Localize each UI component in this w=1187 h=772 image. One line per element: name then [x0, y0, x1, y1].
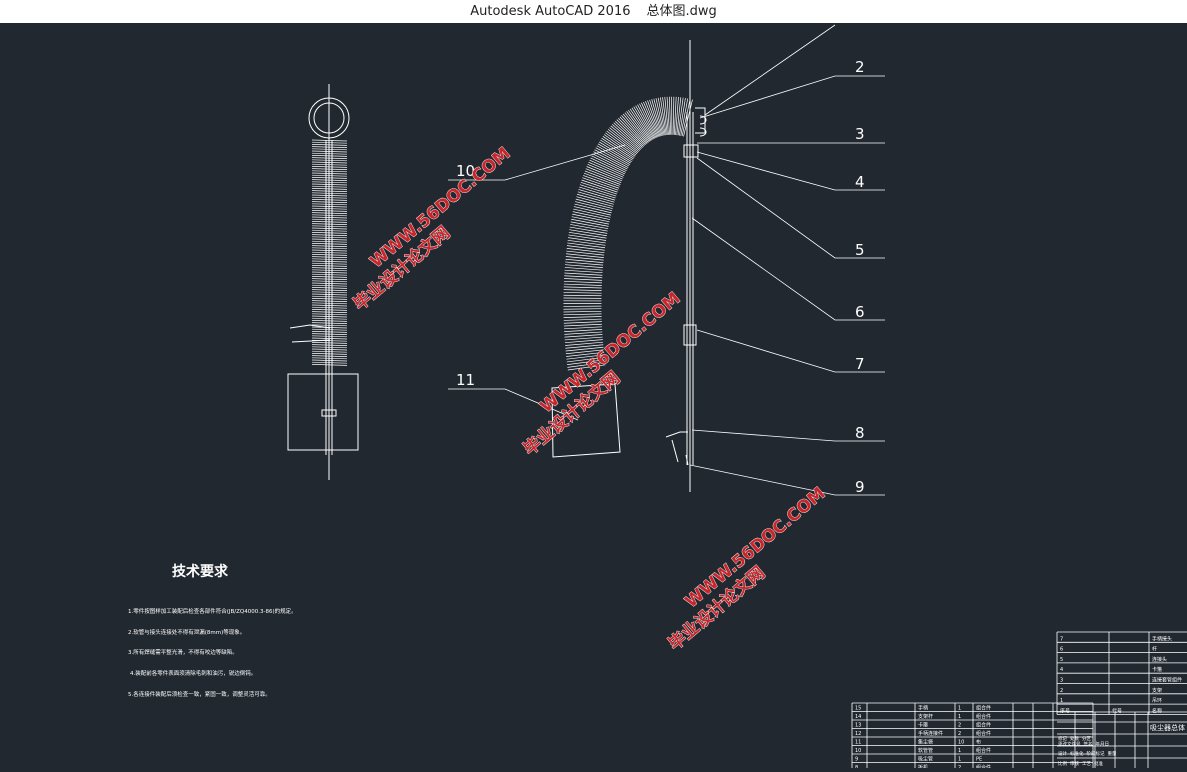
- table-cell: 2: [1060, 688, 1063, 694]
- title-block-label: 工艺: [1082, 761, 1091, 767]
- leader-lines: [448, 25, 885, 495]
- table-cell: 4: [1060, 667, 1063, 673]
- title-block-label: 更改文件号: [1058, 741, 1081, 748]
- table-cell: PE: [976, 757, 982, 763]
- table-cell: 1: [1060, 698, 1063, 704]
- table-cell: 10: [855, 748, 861, 754]
- title-block-text: 7手柄接头2组合件6杆1组合件5连接头1组合件4卡箍1组合件3连接套管组件145…: [855, 635, 1187, 768]
- table-cell: 1: [958, 757, 961, 763]
- title-block-label: 分区: [1082, 735, 1091, 742]
- technical-requirements: 技术要求 1.零件按图样加工装配后检查各部件符合(JB/ZQ4000.3-86)…: [128, 563, 297, 698]
- title-block-label: 处数: [1070, 735, 1079, 742]
- table-cell: 组合件: [976, 747, 991, 754]
- callout-5: 5: [855, 241, 865, 259]
- title-block-label: 签名: [1084, 741, 1093, 748]
- table-cell: 卡箍: [918, 722, 928, 729]
- table-cell: 卡箍: [1152, 666, 1162, 673]
- table-cell: 名称: [1152, 707, 1162, 714]
- callout-7: 7: [855, 355, 865, 373]
- title-block-label: 审核: [1070, 760, 1079, 767]
- table-cell: 组合件: [976, 730, 991, 737]
- tech-req-item: 4.装配前各零件表面须清除毛刺和油污，锐边倒钝。: [130, 669, 256, 677]
- callout-6: 6: [855, 303, 865, 321]
- table-cell: 支架: [1152, 687, 1162, 694]
- table-cell: 组合件: [976, 722, 991, 729]
- title-block-label: 阶段标记: [1087, 750, 1105, 757]
- table-cell: 组合件: [976, 713, 991, 720]
- table-cell: 组合件: [976, 764, 991, 768]
- callout-9: 9: [855, 478, 865, 496]
- tech-req-item: 5.各连接件装配后须检查一致，紧固一致，调整灵活可靠。: [128, 690, 271, 698]
- title-bar: Autodesk AutoCAD 2016 总体图.dwg: [0, 0, 1187, 23]
- table-cell: 组合件: [976, 705, 991, 712]
- watermark-url: WWW.56DOC.COM: [537, 289, 685, 418]
- tech-req-item: 2.软管与接头连接处不得有泄漏(8mm)等现象。: [128, 628, 245, 636]
- table-cell: 1: [958, 706, 961, 712]
- table-cell: 杆: [1152, 646, 1157, 653]
- file-name: 总体图.dwg: [646, 4, 716, 19]
- table-cell: 布: [976, 739, 981, 746]
- drawing-canvas[interactable]: 2 3 4 5 6 7 8 9 10 11 技术要求 1.零件按图样加工装配后检…: [0, 23, 1187, 768]
- watermark-url: WWW.56DOC.COM: [682, 484, 830, 613]
- table-cell: 手柄接头: [1152, 635, 1172, 642]
- tech-req-item: 1.零件按图样加工装配后检查各部件符合(JB/ZQ4000.3-86)的规定。: [128, 607, 297, 615]
- table-cell: 连接头: [1152, 656, 1167, 663]
- table-cell: 代号: [1112, 707, 1122, 714]
- table-cell: 序号: [1060, 707, 1070, 714]
- table-cell: 吸尘管: [918, 756, 933, 763]
- title-block-label: 重量: [1108, 750, 1117, 757]
- table-cell: 手柄连接件: [918, 730, 943, 737]
- table-cell: 吊环: [1152, 698, 1162, 704]
- title-block-label: 设计: [1058, 750, 1067, 757]
- table-cell: 1: [958, 748, 961, 754]
- table-cell: 1: [958, 714, 961, 720]
- title-block-label: 比例: [1058, 760, 1067, 767]
- table-cell: 5: [1060, 657, 1063, 663]
- callout-4: 4: [855, 173, 865, 191]
- table-cell: 11: [855, 740, 861, 746]
- tech-req-item: 3.所有焊缝需平整光滑，不得有咬边等缺陷。: [128, 648, 238, 656]
- title-block-label: 标准化: [1070, 750, 1084, 757]
- callout-2: 2: [855, 58, 865, 76]
- watermark-url: WWW.56DOC.COM: [367, 144, 515, 273]
- table-cell: 2: [958, 731, 961, 737]
- title-block-label: 批准: [1094, 760, 1103, 767]
- tech-req-title: 技术要求: [172, 563, 229, 580]
- table-cell: 9: [855, 757, 858, 763]
- app-title: Autodesk AutoCAD 2016: [470, 4, 630, 19]
- table-cell: 12: [855, 731, 861, 737]
- table-cell: 10: [958, 740, 964, 746]
- drawing-title: 吸尘器总体: [1150, 723, 1185, 732]
- callout-3: 3: [855, 125, 865, 143]
- table-cell: 7: [1060, 636, 1063, 642]
- table-cell: 15: [855, 706, 861, 712]
- table-cell: 集尘袋: [918, 739, 933, 746]
- table-cell: 13: [855, 723, 861, 729]
- table-cell: 14: [855, 714, 861, 720]
- table-cell: 2: [958, 723, 961, 729]
- table-cell: 连接套管组件: [1152, 677, 1182, 684]
- table-cell: 手柄: [918, 705, 928, 712]
- table-cell: 3: [1060, 678, 1063, 684]
- table-cell: 扳机: [918, 764, 928, 768]
- table-cell: 软管管: [918, 747, 933, 754]
- title-block-label: 年月日: [1096, 741, 1110, 748]
- front-view-drawing: [288, 84, 358, 480]
- table-cell: 6: [1060, 647, 1063, 653]
- callout-8: 8: [855, 424, 865, 442]
- title-block-label: 标记: [1058, 735, 1067, 742]
- callout-11: 11: [456, 371, 475, 389]
- title-block: [852, 632, 1187, 768]
- table-cell: 支架杆: [918, 713, 933, 720]
